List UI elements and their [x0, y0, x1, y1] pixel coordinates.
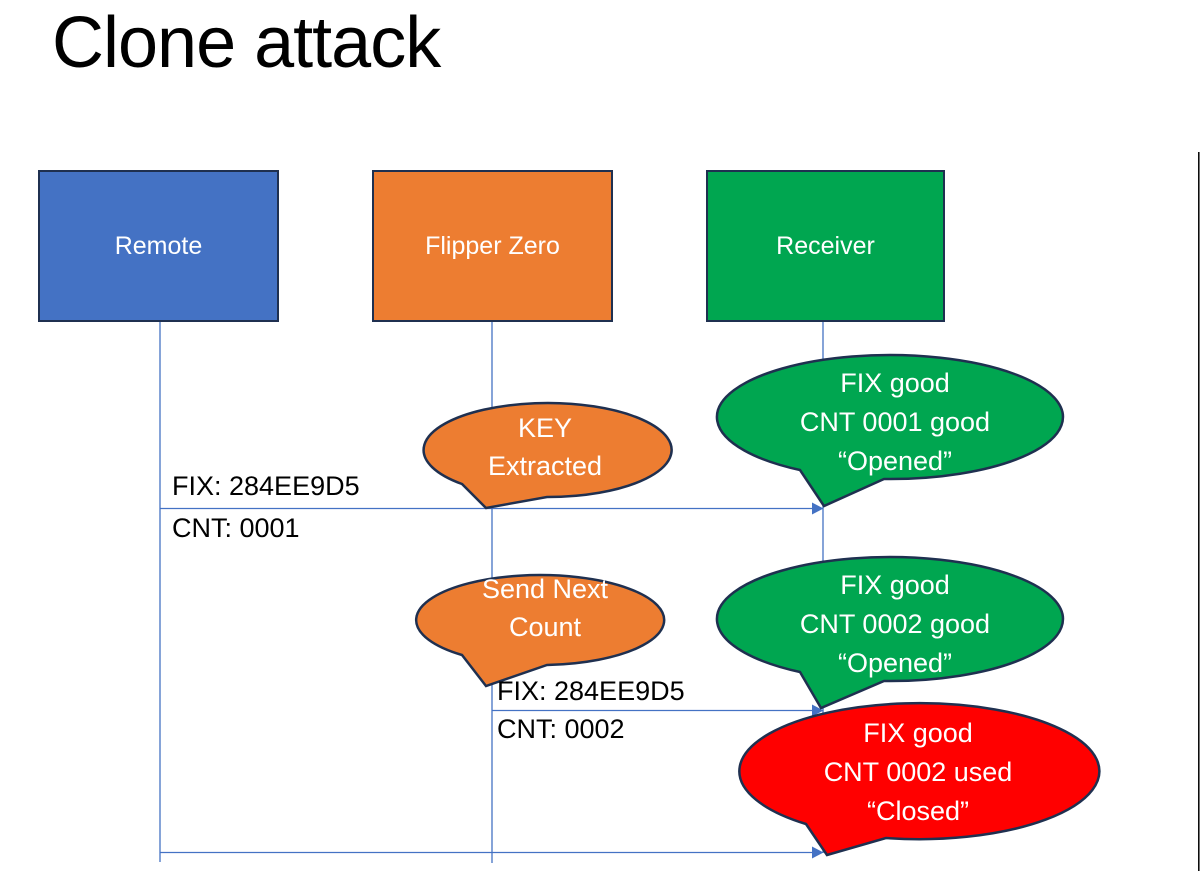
arrow-message-1-head — [812, 502, 824, 515]
arrow-message-2-head — [812, 704, 824, 717]
callout-line: FIX good — [840, 570, 950, 600]
callout-opened-1-text: FIX good CNT 0001 good “Opened” — [735, 364, 1055, 481]
callout-key-extracted-bubble — [422, 401, 673, 510]
callout-key-extracted-text: KEY Extracted — [425, 409, 665, 485]
message-2-cnt-label: CNT: 0002 — [497, 714, 625, 744]
message-2-fix-label: FIX: 284EE9D5 — [497, 676, 685, 706]
callout-line: KEY — [517, 413, 573, 443]
callout-line: Count — [508, 612, 582, 642]
actor-label-flipper-zero: Flipper Zero — [425, 231, 560, 260]
callout-line: “Opened” — [837, 648, 953, 678]
page-title: Clone attack — [52, 3, 441, 83]
callout-line: CNT 0001 good — [799, 407, 991, 437]
message-1-fix-label: FIX: 284EE9D5 — [172, 471, 360, 501]
callout-send-next-count-bubble — [414, 573, 666, 688]
callout-send-next-count-text: Send Next Count — [425, 570, 665, 646]
callout-line: “Closed” — [866, 796, 970, 826]
callout-line: Extracted — [487, 451, 603, 481]
callout-opened-2-text: FIX good CNT 0002 good “Opened” — [735, 566, 1055, 683]
actor-box-remote: Remote — [38, 170, 279, 322]
callout-line: “Opened” — [837, 446, 953, 476]
callout-line: FIX good — [840, 368, 950, 398]
actor-box-flipper-zero: Flipper Zero — [372, 170, 613, 322]
actor-label-remote: Remote — [114, 231, 203, 260]
callout-line: CNT 0002 good — [799, 609, 991, 639]
arrow-message-3-head — [812, 846, 824, 859]
callout-closed-bubble — [738, 701, 1101, 857]
actor-box-receiver: Receiver — [706, 170, 945, 322]
callout-line: FIX good — [863, 718, 973, 748]
callout-line: Send Next — [481, 574, 609, 604]
callout-closed-text: FIX good CNT 0002 used “Closed” — [738, 714, 1098, 831]
callout-opened-2-bubble — [715, 555, 1065, 710]
actor-label-receiver: Receiver — [776, 231, 875, 260]
message-1-cnt-label: CNT: 0001 — [172, 513, 300, 543]
callout-line: CNT 0002 used — [823, 757, 1013, 787]
callout-opened-1-bubble — [715, 353, 1065, 508]
